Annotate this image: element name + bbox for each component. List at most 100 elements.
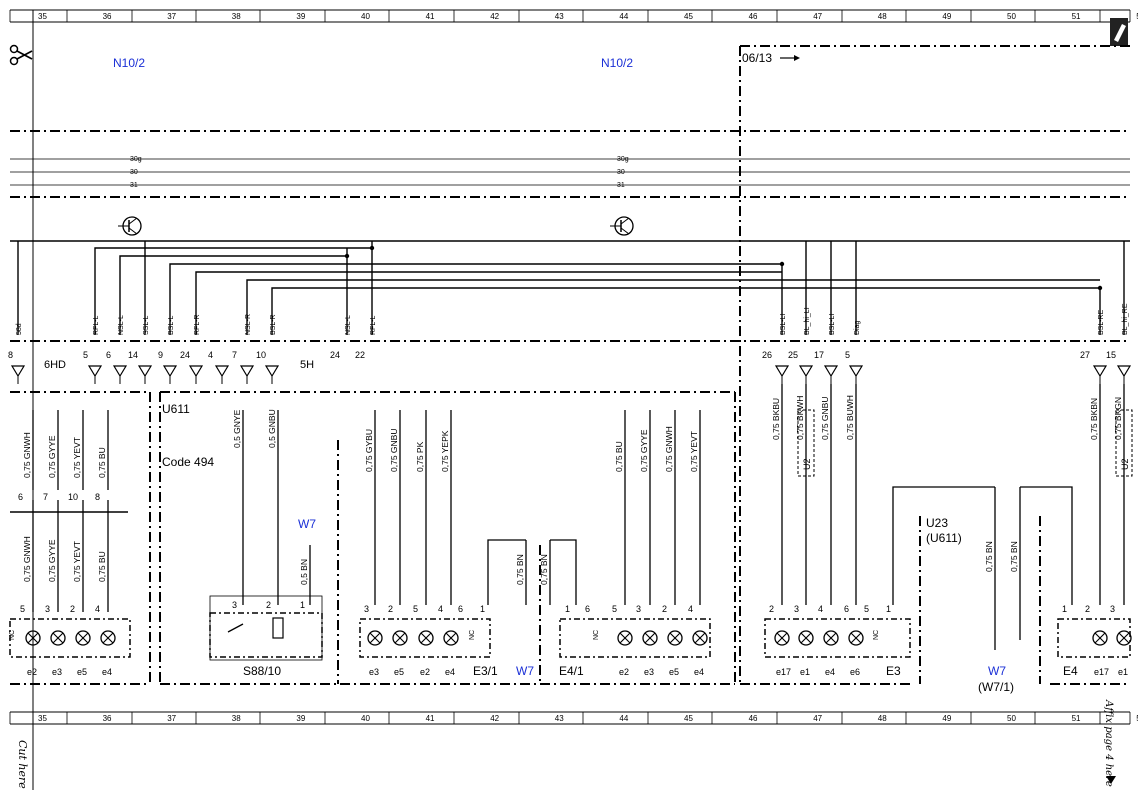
wire-label: 0,75 YEVT <box>72 541 82 582</box>
arrow-down-icon <box>1106 776 1116 784</box>
connector-triangle <box>798 365 814 378</box>
wire <box>892 486 995 605</box>
connector-triangle <box>774 365 790 378</box>
bus-label-31: 31 <box>130 182 138 189</box>
module-boundaries <box>10 45 1130 685</box>
connector-triangle <box>112 365 128 378</box>
lamp-icon <box>50 630 66 646</box>
date-marker: 06/13 <box>742 51 772 65</box>
switch-pin: 3 <box>232 600 237 610</box>
wire <box>550 539 577 605</box>
bus-label-30-right: 30 <box>617 169 625 176</box>
lamp-label: e4 <box>445 667 455 677</box>
grid-number: 45 <box>684 714 693 723</box>
signal-label: BSL-LI <box>829 314 836 335</box>
grid-number: 42 <box>490 714 499 723</box>
connector-triangle <box>1092 365 1108 378</box>
connector-triangle <box>1116 365 1132 378</box>
lamp-label: e2 <box>27 667 37 677</box>
signal-label: NSL-L <box>345 315 352 335</box>
connector-5h: 5H <box>300 359 314 371</box>
wire-label: 0,75 BN <box>515 554 525 585</box>
bus-label-31-right: 31 <box>617 182 625 189</box>
connector-triangle <box>188 365 204 378</box>
lamp-icon <box>667 630 683 646</box>
connector-triangle <box>162 365 178 378</box>
lamp-icon <box>694 632 706 644</box>
affix-page-label: Affix page 4 here <box>1103 699 1114 787</box>
lamp-icon <box>420 632 432 644</box>
connector-triangle <box>848 365 864 378</box>
connector-pin: 9 <box>158 350 163 360</box>
component-n10-left: N10/2 <box>113 56 145 70</box>
lamp-icon <box>848 630 864 646</box>
lamp-pin: 3 <box>794 604 799 614</box>
wire-label: 0,75 BUWH <box>845 395 855 440</box>
connector-pin: 24 <box>180 350 190 360</box>
nc-label: NC <box>9 630 16 640</box>
wire-label: 0,75 BN <box>539 554 549 585</box>
lamp-icon <box>669 632 681 644</box>
u2-label: U2 <box>802 458 812 470</box>
lamp-icon <box>77 632 89 644</box>
lamp-label: e2 <box>420 667 430 677</box>
module-u23: U23 <box>926 516 948 530</box>
connector-triangle <box>823 365 839 378</box>
lamp-icon <box>445 632 457 644</box>
lamp-block <box>559 618 711 658</box>
lamp-block <box>1057 618 1131 658</box>
lamp-e3-1: E3/1 <box>473 664 498 678</box>
grid-number: 45 <box>684 12 693 21</box>
lamp-icon <box>1116 630 1132 646</box>
grid-number: 36 <box>103 714 112 723</box>
grid-number: 39 <box>296 714 305 723</box>
connector-pin: 26 <box>762 350 772 360</box>
connector-pin: 10 <box>256 350 266 360</box>
connector-pin: 24 <box>330 350 340 360</box>
lamp-block <box>9 618 131 658</box>
lamp-block <box>359 618 491 658</box>
lamp-label: e4 <box>825 667 835 677</box>
lamp-pin: 4 <box>95 604 100 614</box>
grid-number: 46 <box>749 714 758 723</box>
switch-icon <box>227 623 244 633</box>
switch-block <box>209 612 323 658</box>
lamp-pin: 5 <box>413 604 418 614</box>
grid-number: 43 <box>555 714 564 723</box>
signal-label: BSL-LI <box>780 314 787 335</box>
grid-number: 48 <box>878 714 887 723</box>
transistor-icon <box>610 216 634 236</box>
lamp-label: e4 <box>102 667 112 677</box>
grid-ruler-bottom: 353637383940414243444546474849505152 <box>9 711 1138 725</box>
code-494-label: Code 494 <box>162 455 214 469</box>
wire-label: 0,75 GYBU <box>364 429 374 472</box>
lamp-icon <box>823 630 839 646</box>
connector-pin: 14 <box>128 350 138 360</box>
lamp-pin: 2 <box>388 604 393 614</box>
connector-triangle <box>214 365 230 378</box>
wire-label: 0,75 BU <box>97 551 107 582</box>
module-u611: U611 <box>162 402 190 416</box>
lamp-icon <box>418 630 434 646</box>
lamp-label: e1 <box>1118 667 1128 677</box>
lamp-icon <box>392 630 408 646</box>
signal-label: NSL-R <box>245 314 252 335</box>
resistor-icon <box>272 617 284 639</box>
u2-box <box>797 409 815 477</box>
lamp-label: e4 <box>694 667 704 677</box>
cut-here-label: Cut here <box>16 740 29 789</box>
signal-label: BSL-RE <box>1098 309 1105 335</box>
wire-label: 0,75 GNWH <box>664 426 674 472</box>
grid-number: 47 <box>813 12 822 21</box>
lamp-icon <box>1092 630 1108 646</box>
lamp-icon <box>644 632 656 644</box>
lamp-pin: 5 <box>612 604 617 614</box>
wire-label: 0,75 BU <box>97 447 107 478</box>
connector-pin: 5 <box>83 350 88 360</box>
scissors-icon <box>9 44 33 66</box>
wire-label: 0,5 GNBU <box>267 409 277 448</box>
connector-pin: 15 <box>1106 350 1116 360</box>
lamp-pin: 1 <box>886 604 891 614</box>
wire-label: 0,75 YEVT <box>689 431 699 472</box>
